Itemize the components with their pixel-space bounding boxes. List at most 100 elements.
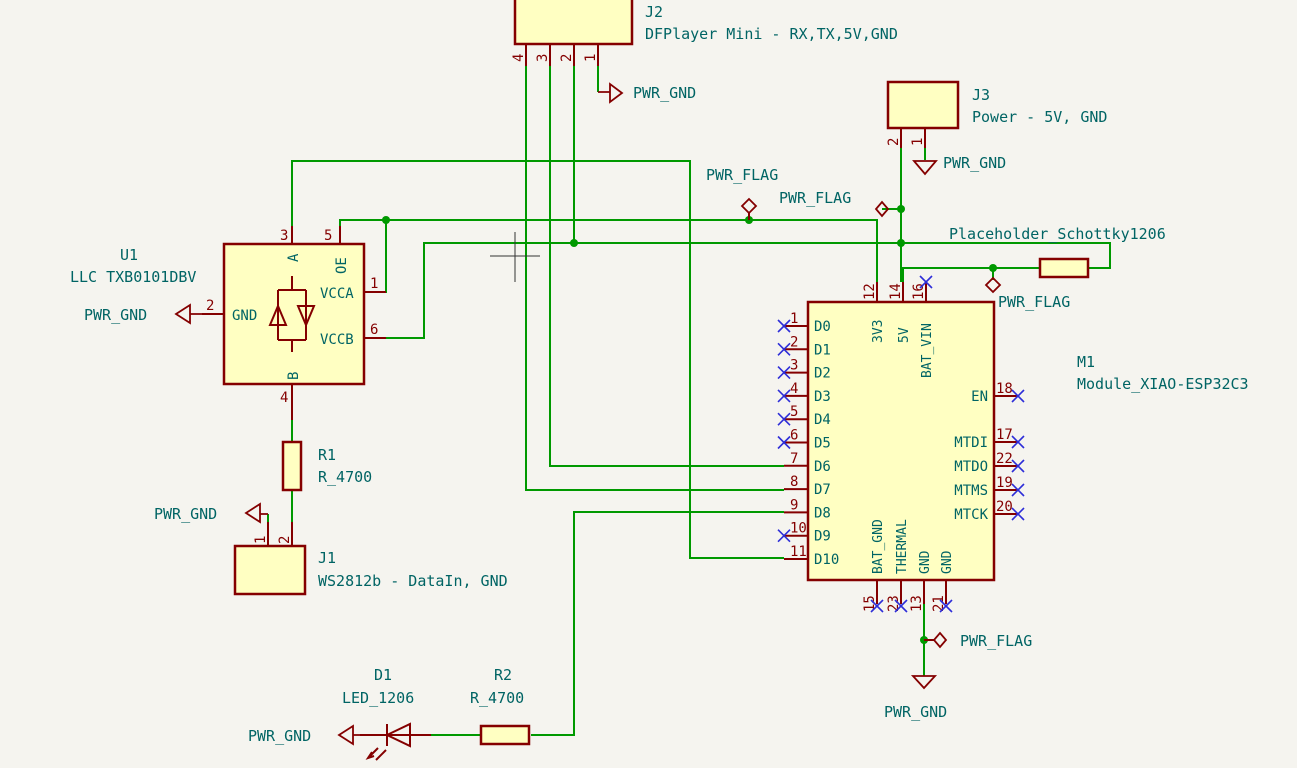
- m1-pin-num-19: 19: [996, 475, 1013, 491]
- no-connect-icon: [777, 342, 791, 356]
- u1-label-b: B: [286, 372, 302, 380]
- j1-pin-1: 1: [253, 536, 269, 544]
- m1-value: Module_XIAO-ESP32C3: [1077, 375, 1249, 393]
- u1-label-vcca: VCCA: [320, 286, 354, 302]
- m1-pin-name-mtdi: MTDI: [954, 435, 988, 451]
- m1-pin-num-2: 2: [790, 334, 798, 350]
- m1-pin-num-11: 11: [790, 544, 807, 560]
- connector-j3[interactable]: 2 1 J3 Power - 5V, GND: [886, 80, 1107, 148]
- u1-value: LLC TXB0101DBV: [70, 268, 196, 286]
- m1-pin-name-3v3: 3V3: [871, 320, 886, 343]
- m1-pin-name-d2: D2: [814, 366, 831, 382]
- j2-pin-2: 2: [559, 54, 575, 62]
- resistor-r1[interactable]: R1 R_4700: [281, 440, 372, 492]
- u1-label-oe: OE: [334, 257, 350, 274]
- m1-pin-name-mtdo: MTDO: [954, 459, 988, 475]
- pwr-flag-label: PWR_FLAG: [998, 293, 1070, 311]
- schottky-diode[interactable]: Placeholder_Schottky1206: [949, 225, 1166, 279]
- no-connect-icon: [1011, 389, 1025, 403]
- m1-pin-name-d7: D7: [814, 482, 831, 498]
- r2-ref: R2: [494, 666, 512, 684]
- j2-value: DFPlayer Mini - RX,TX,5V,GND: [645, 25, 898, 43]
- no-connect-icon: [870, 599, 884, 613]
- m1-pin-num-18: 18: [996, 381, 1013, 397]
- m1-pin-num-13: 13: [909, 595, 925, 612]
- connector-j2[interactable]: 4 3 2 1 J2 DFPlayer Mini - RX,TX,5V,GND: [511, 0, 898, 66]
- m1-pin-name-mtms: MTMS: [954, 483, 988, 499]
- j3-pin-1: 1: [910, 138, 926, 146]
- j3-ref: J3: [972, 86, 990, 104]
- m1-pin-num-16: 16: [911, 283, 927, 300]
- gnd-label: PWR_GND: [943, 154, 1006, 172]
- no-connect-icon: [777, 389, 791, 403]
- junction-dot: [897, 205, 905, 213]
- m1-pin-name-gnd: GND: [918, 550, 933, 574]
- level-shifter-u1[interactable]: 3 5 1 6 2 4 A OE B GND VCCA VCCB U1 LLC …: [70, 226, 386, 420]
- m1-pin-name-en: EN: [971, 389, 988, 405]
- r1-ref: R1: [318, 446, 336, 464]
- cursor-crosshair-icon: [490, 232, 540, 282]
- gnd-label: PWR_GND: [633, 84, 696, 102]
- j1-value: WS2812b - DataIn, GND: [318, 572, 508, 590]
- junctions: [382, 205, 997, 644]
- r1-value: R_4700: [318, 468, 372, 486]
- no-connect-icon: [894, 599, 908, 613]
- no-connect-icon: [1011, 507, 1025, 521]
- d1-value: LED_1206: [342, 689, 414, 707]
- pwr-flag-label: PWR_FLAG: [779, 189, 851, 207]
- m1-pin-name-5v: 5V: [897, 327, 912, 343]
- no-connect-icon: [777, 412, 791, 426]
- m1-pin-name-d9: D9: [814, 529, 831, 545]
- m1-pin-name-d0: D0: [814, 319, 831, 335]
- gnd-label: PWR_GND: [248, 727, 311, 745]
- m1-pin-name-thermal: THERMAL: [895, 519, 910, 574]
- junction-dot: [382, 216, 390, 224]
- u1-label-vccb: VCCB: [320, 332, 354, 348]
- m1-pin-num-4: 4: [790, 381, 798, 397]
- m1-pin-name-bat_vin: BAT_VIN: [920, 323, 935, 378]
- pwr-flag-3: PWR_FLAG: [984, 276, 1070, 311]
- gnd-symbol-j1: PWR_GND: [154, 502, 268, 524]
- j3-value: Power - 5V, GND: [972, 108, 1107, 126]
- schottky-value: Placeholder_Schottky1206: [949, 225, 1166, 243]
- m1-pin-name-mtck: MTCK: [954, 507, 988, 523]
- gnd-symbol-j3: PWR_GND: [912, 154, 1006, 176]
- j3-pin-2: 2: [886, 138, 902, 146]
- m1-pin-num-5: 5: [790, 404, 798, 420]
- m1-pin-num-22: 22: [996, 451, 1013, 467]
- u1-pin-4: 4: [280, 390, 288, 406]
- no-connect-icon: [777, 366, 791, 380]
- m1-pin-name-d3: D3: [814, 389, 831, 405]
- m1-pin-num-17: 17: [996, 427, 1013, 443]
- no-connect-icon: [777, 529, 791, 543]
- no-connect-icon: [777, 435, 791, 450]
- led-d1[interactable]: D1 LED_1206: [342, 666, 431, 761]
- u1-label-gnd: GND: [232, 308, 257, 324]
- no-connect-icon: [1011, 459, 1025, 473]
- no-connect-icon: [919, 275, 933, 289]
- junction-dot: [989, 264, 997, 272]
- m1-pin-num-6: 6: [790, 428, 798, 444]
- d1-ref: D1: [374, 666, 392, 684]
- connector-j1[interactable]: 1 2 J1 WS2812b - DataIn, GND: [233, 522, 508, 596]
- m1-pin-num-9: 9: [790, 497, 798, 513]
- j2-pin-4: 4: [511, 54, 527, 62]
- gnd-label: PWR_GND: [154, 505, 217, 523]
- u1-label-a: A: [286, 253, 302, 262]
- m1-pin-num-15: 15: [862, 595, 878, 612]
- resistor-r2[interactable]: R2 R_4700: [470, 666, 531, 746]
- u1-pin-1: 1: [370, 276, 378, 292]
- u1-pin-3: 3: [280, 228, 288, 244]
- m1-pin-num-12: 12: [862, 283, 878, 300]
- pwr-flag-label: PWR_FLAG: [706, 166, 778, 184]
- m1-ref: M1: [1077, 353, 1095, 371]
- m1-pin-name-gnd: GND: [940, 550, 955, 574]
- gnd-label: PWR_GND: [884, 703, 947, 721]
- gnd-symbol-m1: PWR_GND: [884, 675, 947, 721]
- m1-pin-name-d4: D4: [814, 412, 831, 428]
- u1-pin-6: 6: [370, 322, 378, 338]
